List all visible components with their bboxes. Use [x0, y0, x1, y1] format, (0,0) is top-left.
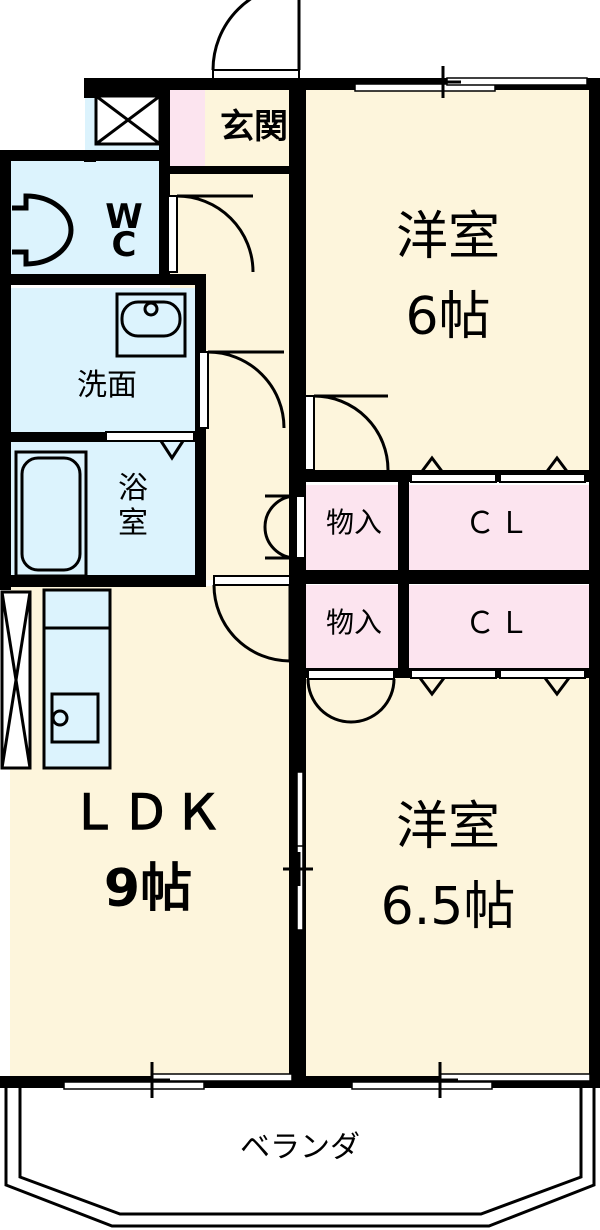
wall-left-step: [0, 150, 96, 161]
label-cl-lower: ＣＬ: [465, 606, 533, 641]
label-room6-size: 6帖: [405, 287, 491, 347]
room65-balcony-window: [351, 1062, 591, 1098]
monoire-upper-door[interactable]: [263, 494, 306, 560]
kitchen-faucet-icon: [51, 709, 69, 727]
label-monoire-upper: 物入: [325, 506, 382, 539]
wall-genkan-bottom: [170, 166, 301, 174]
label-monoire-lower: 物入: [325, 606, 382, 639]
cl-upper-door[interactable]: [410, 455, 586, 483]
monoire-upper-floor: [306, 485, 401, 570]
fixtures: [12, 193, 187, 770]
wall-wetzone-bottom: [0, 575, 206, 587]
label-wc-c: C: [111, 225, 137, 265]
windows: [0, 66, 591, 1098]
hallway-floor-2: [205, 168, 300, 580]
label-ldk-name: ＬＤＫ: [69, 785, 226, 841]
label-ldk-size: 9帖: [103, 859, 193, 919]
label-room65-size: 6.5帖: [380, 877, 516, 937]
label-wc-w: W: [105, 197, 143, 237]
wall-right-outer: [589, 78, 600, 1088]
cl-lower-floor: [408, 585, 590, 670]
ldk-balcony-window: [63, 1062, 293, 1098]
veranda-outline: [4, 1088, 596, 1228]
room6-window: [354, 66, 588, 98]
bathtub-icon: [14, 450, 88, 578]
label-cl-upper: ＣＬ: [465, 506, 533, 541]
room65-side-window: [283, 771, 313, 931]
ldk-hall-door[interactable]: [212, 575, 292, 663]
cl-lower-door[interactable]: [410, 669, 586, 697]
doors: [105, 0, 586, 724]
entrance-door[interactable]: [211, 0, 301, 80]
room6-door[interactable]: [304, 394, 390, 471]
monoire-lower-door[interactable]: [306, 669, 396, 724]
wall-hall-left-lower: [195, 284, 206, 586]
wall-wc-top: [84, 88, 170, 98]
wall-wc-bottom: [0, 274, 206, 285]
wall-room6-left: [295, 78, 306, 478]
label-room65-name: 洋室: [395, 797, 500, 857]
washroom-door[interactable]: [198, 350, 286, 429]
entry-window-x2: [95, 94, 161, 146]
ldk-window-x2: [0, 591, 32, 769]
wall-hall-left-upper: [159, 88, 170, 284]
wall-closet-vert: [398, 470, 409, 678]
label-yokushitsu-2: 室: [118, 506, 148, 541]
label-genkan: 玄関: [220, 107, 288, 147]
toilet-icon: [12, 193, 74, 267]
label-veranda: ベランダ: [240, 1130, 360, 1165]
wall-senmen-bath: [0, 432, 206, 442]
wall-wc-cross: [84, 150, 170, 161]
wall-closet-mid-h: [295, 570, 590, 584]
wall-left-outer: [0, 150, 11, 590]
cl-upper-floor: [408, 485, 590, 570]
wash-basin-icon: [115, 292, 187, 358]
genkan-floor: [205, 88, 300, 168]
floor-fills: [10, 88, 590, 1086]
label-yokushitsu-1: 浴: [118, 471, 148, 506]
wc-door[interactable]: [167, 194, 255, 273]
shoe-closet-floor: [170, 88, 205, 168]
room65-floor: [306, 676, 590, 1086]
label-room6-name: 洋室: [395, 207, 500, 267]
label-senmen: 洗面: [77, 368, 137, 403]
monoire-lower-floor: [306, 585, 401, 670]
room6-floor: [306, 88, 590, 470]
bath-door[interactable]: [105, 431, 195, 461]
kitchen-counter-icon: [42, 588, 112, 770]
wall-closet-left: [295, 470, 306, 678]
